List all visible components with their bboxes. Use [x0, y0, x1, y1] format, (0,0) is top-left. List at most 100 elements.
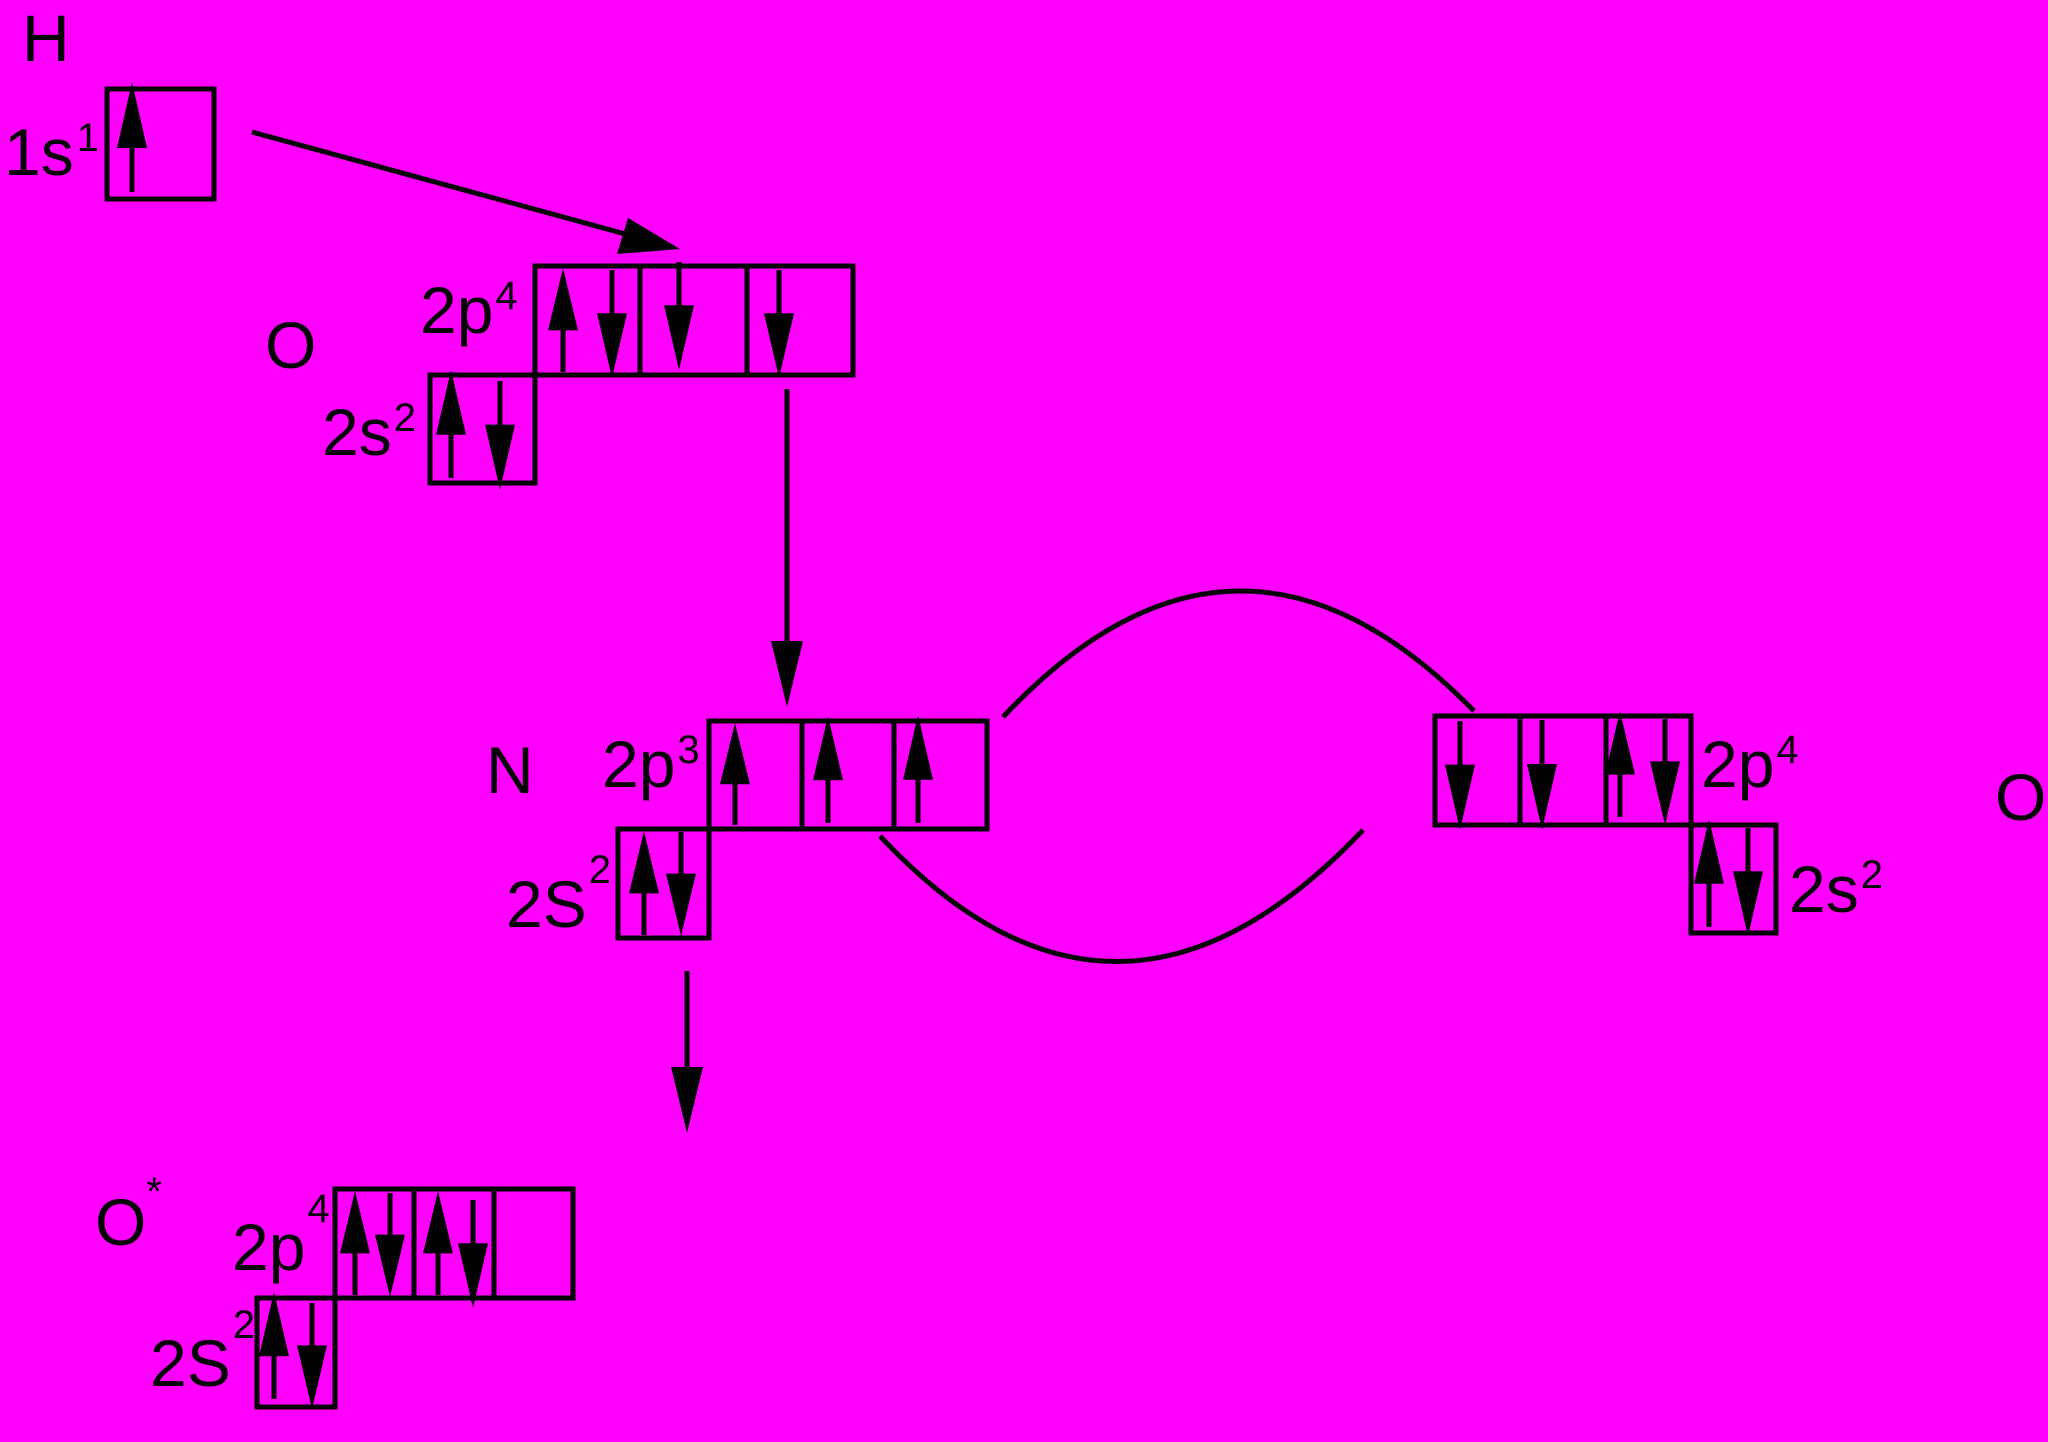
orbital-base-o-right-2p: 2p	[1701, 727, 1774, 801]
orbital-base-n-2p: 2p	[602, 727, 675, 801]
arrow-head-icon	[375, 1234, 405, 1297]
arrow-head-icon	[720, 723, 750, 785]
arrow-head-icon	[1605, 711, 1635, 775]
orbital-label-o-top-2p: 2p4	[420, 273, 518, 347]
arrow-head-icon	[340, 1191, 370, 1254]
orbital-base-o-star-2p: 2p	[232, 1210, 305, 1284]
spin-up-arrow-icon	[1605, 711, 1635, 817]
spin-up-arrow-icon	[1694, 819, 1724, 927]
orbital-box-o-star-2p	[332, 1186, 576, 1301]
orbital-sup-o-star-2p: 4	[307, 1187, 329, 1231]
orbital-label-o-star-2p: 2p4	[232, 1187, 330, 1284]
orbital-sup-o-right-2s: 2	[1861, 853, 1883, 897]
spin-down-arrow-icon	[664, 262, 694, 370]
orbital-box-n-2s	[615, 826, 712, 941]
orbital-label-o-star-2s: 2S2	[150, 1303, 255, 1400]
arrow-head-icon	[117, 82, 147, 148]
arrow-head-icon	[259, 1292, 289, 1357]
arrow-head-icon	[671, 1067, 703, 1133]
orbital-sup-o-star-2s: 2	[233, 1303, 255, 1347]
atom-sup-o-star: *	[146, 1170, 162, 1214]
orbital-base-o-top-2s: 2s	[322, 395, 392, 469]
spin-down-arrow-icon	[1650, 719, 1680, 825]
arrow-shaft	[251, 129, 641, 241]
atom-h: H 1s1	[4, 1, 217, 202]
spin-up-arrow-icon	[813, 716, 843, 823]
orbital-box-n-2p	[706, 718, 990, 832]
arrow-head-icon	[617, 218, 680, 254]
spin-down-arrow-icon	[764, 270, 794, 378]
atom-n: N 2p3 2S2	[486, 715, 990, 941]
arrow-head-icon	[764, 313, 794, 378]
arrow-head-icon	[1445, 764, 1475, 830]
orbital-base-n-2s: 2S	[506, 867, 587, 941]
arrow-head-icon	[423, 1191, 453, 1254]
orbital-label-o-right-2p: 2p4	[1701, 727, 1799, 801]
orbital-label-o-right-2s: 2s2	[1789, 852, 1883, 926]
orbital-box-o-right-2s	[1688, 822, 1779, 936]
arrow-head-icon	[458, 1243, 488, 1308]
bond-arc-upper	[1001, 588, 1476, 719]
orbital-box-o-right-2p	[1432, 713, 1694, 828]
orbital-label-h-1s: 1s1	[4, 115, 99, 189]
orbital-sup-n-2p: 3	[677, 728, 699, 772]
arrow-head-icon	[485, 424, 515, 490]
spin-up-arrow-icon	[259, 1292, 289, 1399]
spin-up-arrow-icon	[548, 268, 578, 372]
spin-up-arrow-icon	[117, 82, 147, 192]
atom-symbol-o-right: O	[1995, 760, 2046, 834]
orbital-label-n-2s: 2S2	[506, 848, 611, 941]
connector-arrow-o-to-n	[771, 389, 803, 707]
arrow-head-icon	[664, 305, 694, 370]
orbital-box-o-top-2p	[532, 263, 856, 378]
atom-symbol-n: N	[486, 733, 534, 807]
spin-down-arrow-icon	[1527, 720, 1557, 830]
orbital-label-n-2p: 2p3	[602, 727, 700, 801]
spin-down-arrow-icon	[597, 270, 627, 378]
arrow-head-icon	[813, 716, 843, 781]
arrow-head-icon	[771, 641, 803, 707]
orbital-sup-o-right-2p: 4	[1776, 728, 1798, 772]
arrow-head-icon	[903, 715, 933, 780]
arrow-head-icon	[1694, 819, 1724, 884]
arrow-head-icon	[548, 268, 578, 331]
orbital-base-h-1s: 1s	[4, 115, 74, 189]
orbital-base-o-top-2p: 2p	[420, 273, 493, 347]
arrow-head-icon	[597, 313, 627, 378]
spin-down-arrow-icon	[485, 381, 515, 490]
spin-up-arrow-icon	[340, 1191, 370, 1295]
orbital-box-o-star-2s	[254, 1295, 338, 1410]
connector-arrow-h-to-o	[251, 129, 680, 254]
spin-down-arrow-icon	[375, 1193, 405, 1297]
atom-symbol-o-star: O*	[95, 1170, 162, 1259]
arrow-head-icon	[1733, 871, 1763, 936]
spin-up-arrow-icon	[436, 370, 466, 478]
atom-symbol-o-top: O	[265, 308, 316, 382]
arrow-head-icon	[1527, 764, 1557, 830]
arrow-head-icon	[1650, 761, 1680, 825]
spin-up-arrow-icon	[903, 715, 933, 823]
orbital-sup-h-1s: 1	[77, 116, 99, 160]
orbital-box-h-1s	[104, 86, 217, 202]
spin-up-arrow-icon	[720, 723, 750, 825]
bond-arc-lower	[878, 828, 1365, 964]
orbital-base-o-right-2s: 2s	[1789, 852, 1859, 926]
arrow-head-icon	[436, 370, 466, 435]
spin-down-arrow-icon	[1445, 721, 1475, 830]
arrow-head-icon	[629, 831, 659, 894]
connector-arrow-n-to-o-star	[671, 971, 703, 1133]
spin-down-arrow-icon	[666, 832, 696, 936]
atom-base-o-star: O	[95, 1185, 146, 1259]
atom-symbol-h: H	[22, 1, 70, 75]
atom-o-top: O 2p4 2s2	[265, 262, 856, 490]
orbital-base-o-star-2s: 2S	[150, 1326, 231, 1400]
orbital-box-o-top-2s	[427, 372, 538, 486]
spin-down-arrow-icon	[297, 1303, 327, 1409]
spin-up-arrow-icon	[629, 831, 659, 935]
spin-down-arrow-icon	[1733, 828, 1763, 936]
orbital-sup-n-2s: 2	[589, 848, 611, 892]
spin-down-arrow-icon	[458, 1200, 488, 1308]
arrow-head-icon	[297, 1345, 327, 1409]
